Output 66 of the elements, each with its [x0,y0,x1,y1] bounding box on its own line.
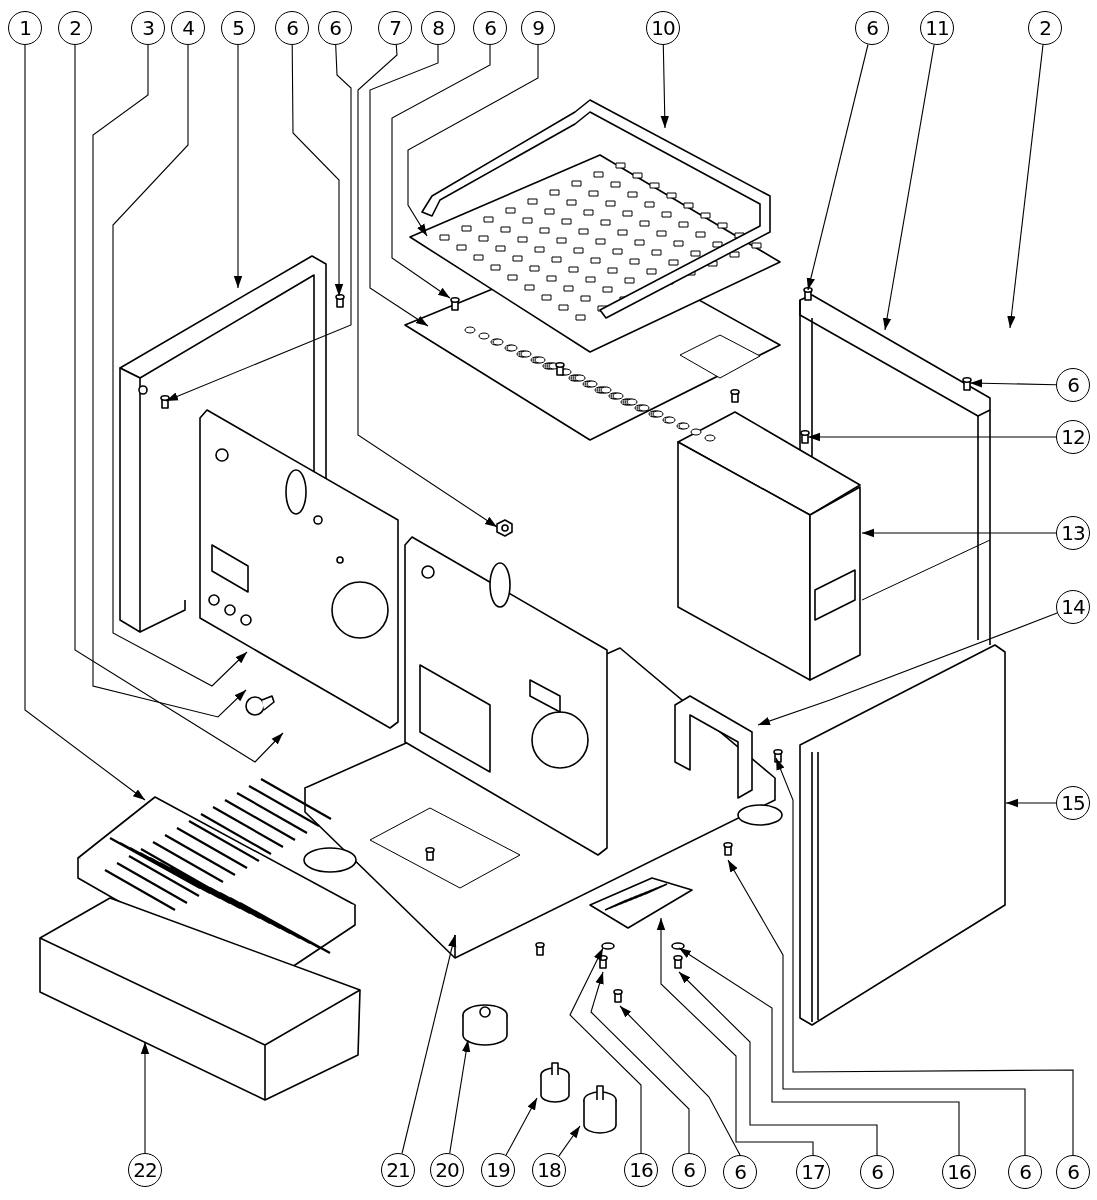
callout-number: 5 [221,11,255,45]
callout-number: 17 [796,1155,830,1189]
leader-line [449,1039,471,1154]
callout-number: 15 [1056,786,1090,820]
leader-line [357,44,498,528]
callout-number: 6 [1008,1155,1042,1189]
callout-number: 1 [8,11,42,45]
leader-line [727,859,1026,1156]
leader-line [558,1125,581,1157]
leader-line [861,528,1057,538]
callout-number: 21 [381,1153,415,1187]
leader-line [882,44,935,331]
callout-number: 11 [920,11,954,45]
callout-number: 6 [275,11,309,45]
leader-line [619,1005,741,1156]
leader-line [590,971,690,1154]
callout-number: 6 [318,11,352,45]
leader-line [1007,44,1044,329]
callout-number: 6 [860,1155,894,1189]
callout-number: 16 [942,1155,976,1189]
leader-line [775,757,1074,1156]
callout-number: 22 [128,1153,162,1187]
leader-line [656,917,814,1156]
leader-line [569,947,642,1154]
leader-line [407,44,539,237]
leader-line [1005,798,1057,808]
leader-line [391,44,491,299]
leader-line [806,43,869,291]
callout-number: 2 [1028,11,1062,45]
leader-line [757,612,1058,726]
leader-line [291,44,344,297]
callout-number: 8 [421,11,455,45]
leader-line [678,947,960,1156]
callout-number: 19 [481,1153,515,1187]
callout-number: 6 [1056,368,1090,402]
leader-line [140,1041,150,1154]
leader-line [678,971,878,1156]
leader-line [505,1097,538,1156]
leader-line [92,44,247,718]
callout-number: 12 [1056,420,1090,454]
callout-number: 14 [1056,590,1090,624]
callout-number: 20 [430,1153,464,1187]
leader-line [969,379,1057,388]
leader-line [401,934,457,1155]
leader-line [24,44,146,801]
callout-number: 7 [378,11,412,45]
leader-line [807,432,1057,442]
leader-line [233,44,243,289]
callout-number: 10 [646,11,680,45]
callout-number: 2 [58,11,92,45]
callout-number: 9 [521,11,555,45]
callout-number: 6 [723,1155,757,1189]
leader-line [74,44,284,763]
leader-line [369,44,439,327]
callout-number: 16 [624,1153,658,1187]
callout-number: 4 [171,11,205,45]
leader-line [165,44,352,402]
callout-number: 6 [855,11,889,45]
callout-number: 13 [1056,516,1090,550]
callout-number: 3 [131,11,165,45]
callout-number: 6 [473,11,507,45]
leader-line [112,44,248,687]
callout-number: 6 [672,1153,706,1187]
callout-number: 18 [532,1153,566,1187]
leader-line [660,44,669,129]
callout-number: 6 [1056,1155,1090,1189]
